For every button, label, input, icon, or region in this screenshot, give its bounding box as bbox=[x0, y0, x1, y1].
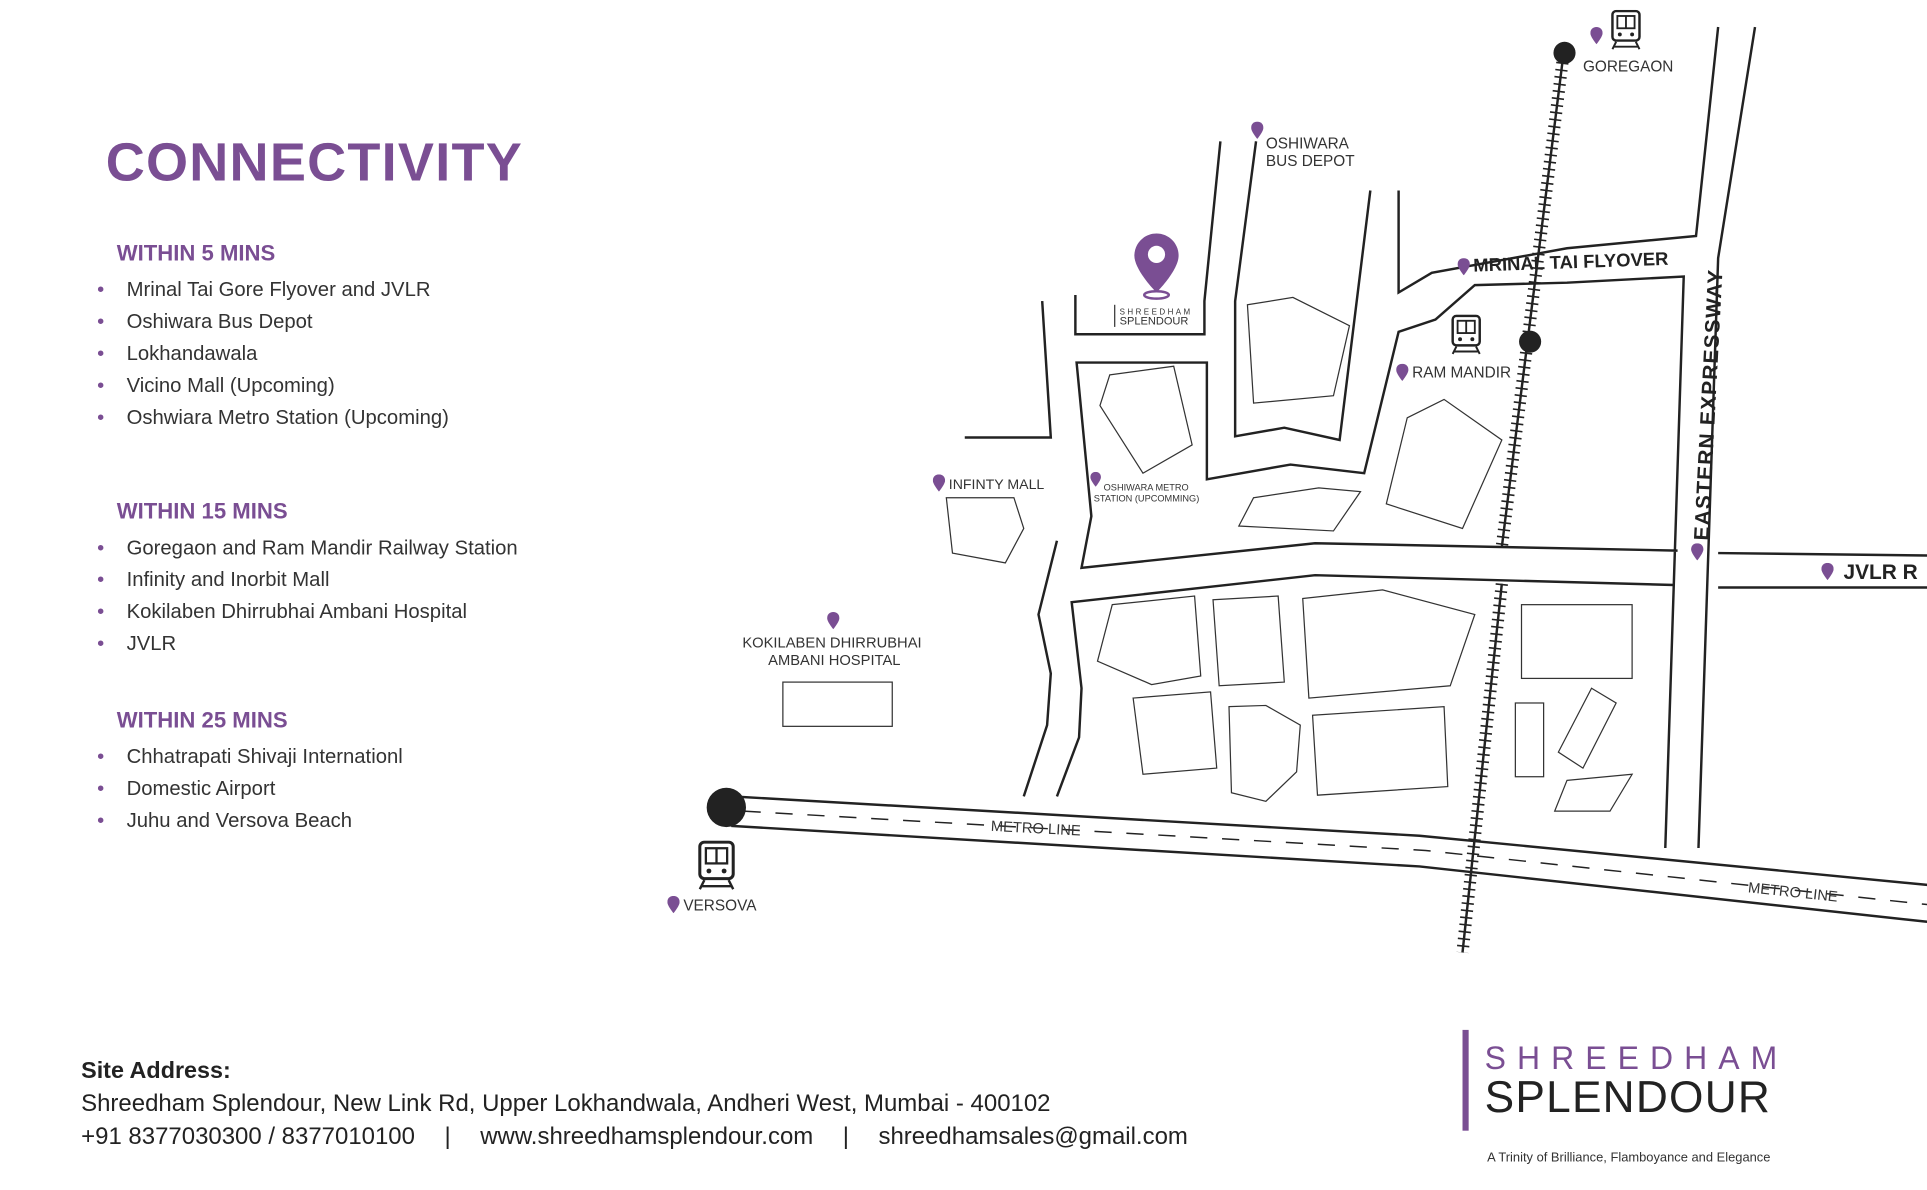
metro-train-icon bbox=[697, 840, 736, 892]
logo-line1: SHREEDHAM bbox=[1484, 1039, 1789, 1077]
pin-icon bbox=[1590, 27, 1603, 45]
list-item: Domestic Airport bbox=[97, 773, 403, 805]
website-link[interactable]: www.shreedhamsplendour.com bbox=[480, 1123, 814, 1151]
section-25-mins: WITHIN 25 MINS Chhatrapati Shivaji Inter… bbox=[97, 707, 403, 837]
pin-icon bbox=[932, 474, 946, 492]
email-link[interactable]: shreedhamsales@gmail.com bbox=[878, 1123, 1188, 1151]
eastern-expressway-label: EASTERN EXPRESSWAY bbox=[1690, 268, 1727, 541]
section-heading: WITHIN 5 MINS bbox=[116, 240, 276, 266]
section-5-mins: WITHIN 5 MINS Mrinal Tai Gore Flyover an… bbox=[97, 240, 449, 434]
map-labels: GOREGAON OSHIWARA BUS DEPOT MRINAL TAI F… bbox=[683, 58, 1917, 914]
list-item: Lokhandawala bbox=[97, 338, 449, 370]
mrinal-tai-label: MRINAL TAI FLYOVER bbox=[1473, 248, 1669, 276]
pin-icon bbox=[1251, 121, 1264, 139]
site-label: SPLENDOUR bbox=[1120, 315, 1189, 327]
metro-station-label: STATION (UPCOMMING) bbox=[1094, 493, 1200, 503]
pin-icon bbox=[1691, 543, 1704, 561]
list-item: Juhu and Versova Beach bbox=[97, 805, 403, 837]
pin-icon bbox=[1821, 562, 1834, 581]
versova-station-dot bbox=[706, 787, 747, 828]
site-location-pin: SHREEDHAM SPLENDOUR bbox=[1114, 233, 1193, 327]
goregaon-label: GOREGAON bbox=[1583, 58, 1673, 75]
list-item: Oshiwara Bus Depot bbox=[97, 306, 449, 338]
logo-bar bbox=[1462, 1029, 1469, 1131]
address-label: Site Address: bbox=[81, 1058, 231, 1084]
ram-mandir-label: RAM MANDIR bbox=[1412, 364, 1511, 381]
metro-line-label: METRO LINE bbox=[1747, 880, 1838, 905]
list-item: Vicino Mall (Upcoming) bbox=[97, 370, 449, 402]
metro-line-label: METRO LINE bbox=[990, 819, 1081, 840]
site-address: Site Address: Shreedham Splendour, New L… bbox=[81, 1054, 1188, 1154]
jvlr-label: JVLR R bbox=[1844, 561, 1918, 584]
train-icon bbox=[1611, 9, 1641, 51]
section-heading: WITHIN 15 MINS bbox=[116, 498, 288, 524]
map-pins bbox=[667, 27, 1834, 914]
list-item: Mrinal Tai Gore Flyover and JVLR bbox=[97, 274, 449, 306]
pin-icon bbox=[827, 612, 840, 630]
railway-line bbox=[706, 41, 1576, 954]
site-label: SHREEDHAM bbox=[1120, 308, 1193, 317]
list-item: Oshwiara Metro Station (Upcoming) bbox=[97, 402, 449, 434]
list-item: Chhatrapati Shivaji Internationl bbox=[97, 741, 403, 773]
pin-icon bbox=[1396, 363, 1409, 381]
pin-icon bbox=[667, 895, 680, 914]
list-item: JVLR bbox=[97, 628, 518, 660]
list-item: Infinity and Inorbit Mall bbox=[97, 564, 518, 596]
pin-icon bbox=[1457, 258, 1470, 276]
separator: | bbox=[842, 1123, 849, 1151]
kokilaben-label: AMBANI HOSPITAL bbox=[768, 653, 900, 669]
roads bbox=[731, 26, 1927, 923]
metro-station-label: OSHIWARA METRO bbox=[1104, 482, 1189, 492]
ram-mandir-station-dot bbox=[1519, 330, 1542, 353]
phone-numbers[interactable]: +91 8377030300 / 8377010100 bbox=[81, 1123, 415, 1151]
oshiwara-bus-label: BUS DEPOT bbox=[1266, 153, 1355, 170]
buildings bbox=[782, 296, 1634, 812]
infinity-mall-label: INFINTY MALL bbox=[949, 476, 1045, 492]
list-item: Goregaon and Ram Mandir Railway Station bbox=[97, 532, 518, 564]
pin-icon bbox=[1090, 471, 1101, 487]
section-15-mins: WITHIN 15 MINS Goregaon and Ram Mandir R… bbox=[97, 498, 518, 660]
goregaon-station-dot bbox=[1553, 41, 1576, 64]
versova-label: VERSOVA bbox=[683, 898, 757, 915]
section-heading: WITHIN 25 MINS bbox=[116, 707, 288, 733]
kokilaben-label: KOKILABEN DHIRRUBHAI bbox=[742, 636, 921, 652]
logo-line2: SPLENDOUR bbox=[1484, 1071, 1772, 1123]
page-title: CONNECTIVITY bbox=[105, 132, 524, 193]
train-icon bbox=[1451, 314, 1481, 356]
list-item: Kokilaben Dhirrubhai Ambani Hospital bbox=[97, 596, 518, 628]
separator: | bbox=[444, 1123, 451, 1151]
logo-tagline: A Trinity of Brilliance, Flamboyance and… bbox=[1487, 1150, 1771, 1166]
address-text: Shreedham Splendour, New Link Rd, Upper … bbox=[81, 1090, 1051, 1118]
oshiwara-bus-label: OSHIWARA bbox=[1266, 136, 1350, 153]
